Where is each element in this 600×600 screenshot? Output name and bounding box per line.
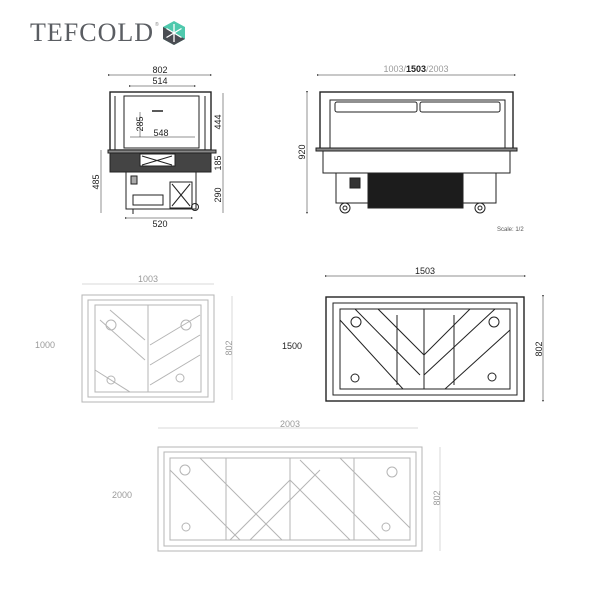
brand-name: TEFCOLD: [30, 18, 154, 47]
plan-1000-width: 1003: [138, 274, 158, 284]
dim-overall-width: 802: [152, 65, 167, 75]
front-view: [306, 74, 518, 214]
side-view: [100, 74, 224, 219]
plan-1000-model: 1000: [35, 340, 55, 350]
plan-2000-depth: 802: [432, 490, 442, 505]
plan-2000-model: 2000: [112, 490, 132, 500]
dim-inner-top-width: 514: [152, 76, 167, 86]
dim-inner-depth: 548: [153, 128, 168, 138]
front-width-label: 1003/1503/2003: [383, 64, 448, 74]
plan-1500-width: 1503: [415, 266, 435, 276]
registered-mark: ®: [155, 22, 159, 28]
dim-base-height: 290: [213, 187, 223, 202]
scale-label: Scale: 1/2: [497, 227, 524, 233]
dim-front-height: 920: [297, 144, 307, 159]
dim-upper-height: 444: [213, 114, 223, 129]
dim-left-height: 485: [91, 174, 101, 189]
plan-view-1500: [325, 275, 544, 402]
snowflake-hexagon-icon: [162, 21, 185, 45]
plan-1500-depth: 802: [534, 341, 544, 356]
plan-view-2000: [157, 427, 441, 552]
plan-view-1000: [81, 283, 233, 403]
plan-1000-depth: 802: [224, 340, 234, 355]
brand-logo: TEFCOLD ®: [30, 18, 186, 48]
dim-base-width: 520: [152, 219, 167, 229]
plan-1500-model: 1500: [282, 341, 302, 351]
dim-inner-height: 285: [135, 116, 145, 131]
dim-tub-height: 185: [213, 155, 223, 170]
plan-2000-width: 2003: [280, 419, 300, 429]
